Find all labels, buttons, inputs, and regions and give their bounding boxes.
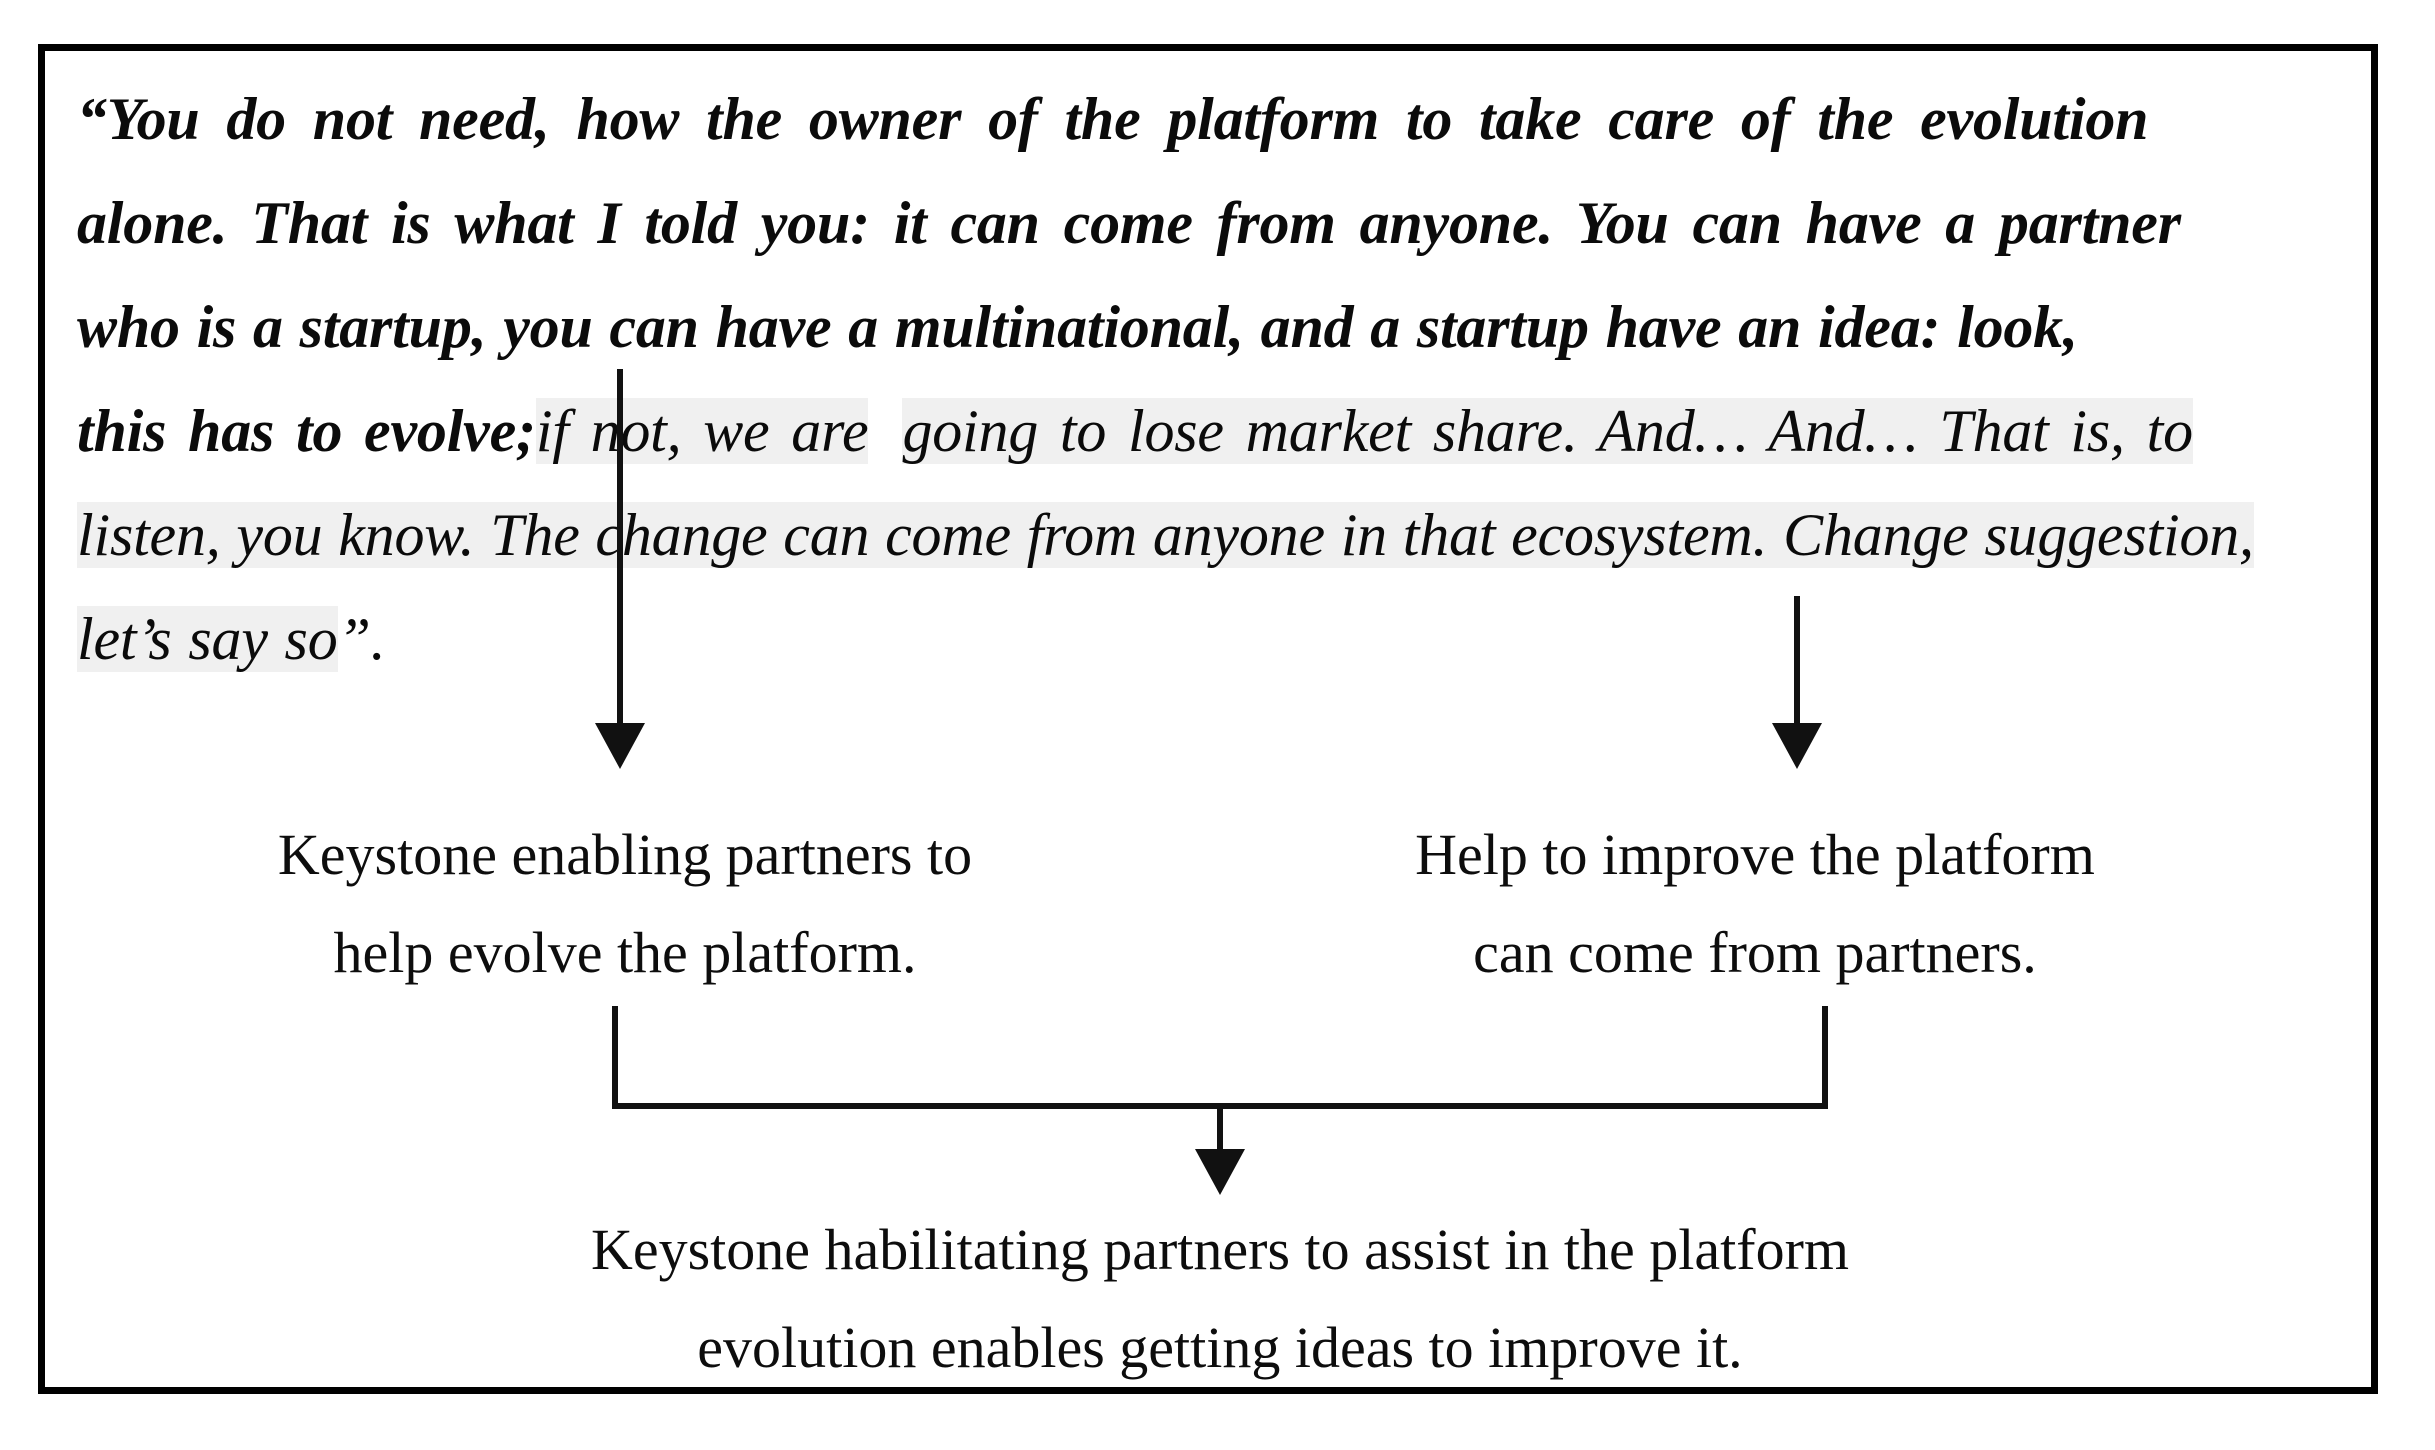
quote-line-2: alone. That is what I told you: it can c… xyxy=(77,171,2367,275)
merge-right-leg xyxy=(1822,1006,1828,1109)
quote-line-1: “You do not need, how the owner of the p… xyxy=(77,67,2367,171)
outcome-left-line-1: Keystone enabling partners to xyxy=(277,822,973,887)
conclusion-line-1: Keystone habilitating partners to assist… xyxy=(590,1217,1850,1282)
quote-line-1-text: “You do not need, how the owner of the p… xyxy=(77,86,2149,152)
quote-line-6-highlight: let’s say so xyxy=(77,606,338,672)
outcome-right-line-2: can come from partners. xyxy=(1473,920,2037,985)
merge-down-shaft xyxy=(1217,1103,1223,1183)
quote-line-4-highlight-a: if not, we are xyxy=(535,398,869,464)
quote-line-4: this has to evolve;if not, we are going t… xyxy=(77,379,2367,483)
merge-down-arrowhead xyxy=(1195,1149,1245,1195)
left-connector-shaft xyxy=(617,369,623,763)
right-connector-arrowhead xyxy=(1772,723,1822,769)
figure-frame: “You do not need, how the owner of the p… xyxy=(38,44,2378,1394)
left-connector-arrowhead xyxy=(595,723,645,769)
quote-line-6: let’s say so”. xyxy=(77,587,2367,691)
quote-line-3-text: who is a startup, you can have a multina… xyxy=(77,294,2078,360)
quote-line-4-bold-text: this has to evolve; xyxy=(77,398,536,464)
quote-line-5: listen, you know. The change can come fr… xyxy=(77,483,2367,587)
merge-left-leg xyxy=(612,1006,618,1109)
quote-line-6-tail: ”. xyxy=(337,606,386,672)
outcome-right-line-1: Help to improve the platform xyxy=(1415,822,2095,887)
outcome-left-line-2: help evolve the platform. xyxy=(333,920,917,985)
conclusion-line-2: evolution enables getting ideas to impro… xyxy=(697,1315,1743,1380)
interview-quote-block: “You do not need, how the owner of the p… xyxy=(77,67,2367,691)
conclusion-box: Keystone habilitating partners to assist… xyxy=(225,1201,2215,1397)
right-connector-shaft xyxy=(1794,596,1800,763)
outcome-right: Help to improve the platform can come fr… xyxy=(1285,806,2225,1002)
quote-line-2-text: alone. That is what I told you: it can c… xyxy=(77,190,2181,256)
outcome-left: Keystone enabling partners to help evolv… xyxy=(155,806,1095,1002)
quote-line-4-highlight-b: going to lose market share. And… And… Th… xyxy=(902,398,2193,464)
quote-line-5-highlight: listen, you know. The change can come fr… xyxy=(77,502,2254,568)
quote-line-3: who is a startup, you can have a multina… xyxy=(77,275,2367,379)
